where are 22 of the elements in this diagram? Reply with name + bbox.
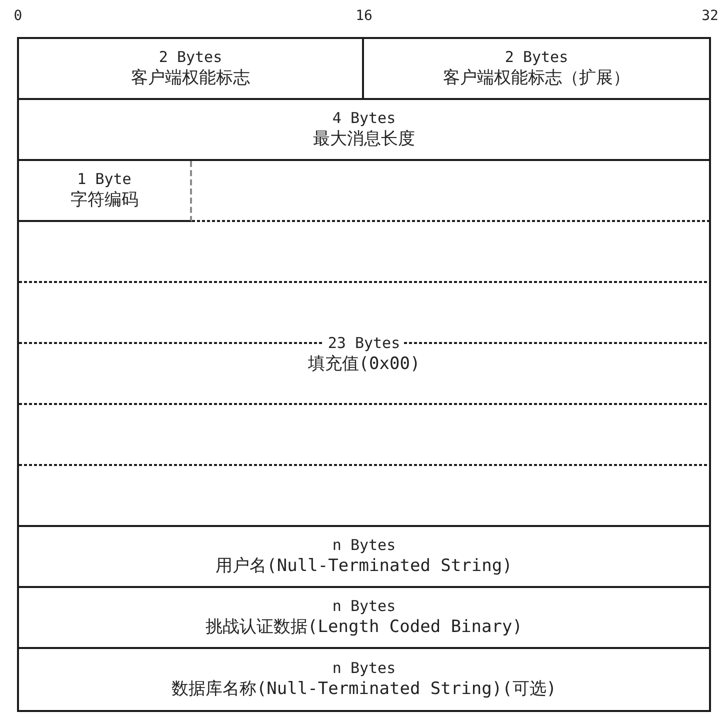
byte-size-text: 2 Bytes [504,48,570,67]
bit-offset-label: 32 [702,7,718,25]
packet-field [19,39,364,100]
field-name-text: 客户端权能标志 [131,67,250,89]
field-name-text: 最大消息长度 [313,128,415,150]
field-name-text: 挑战认证数据(Length Coded Binary) [206,616,522,638]
byte-size-text: 23 Bytes [324,334,404,352]
field-name-text: 客户端权能标志（扩展） [443,67,630,89]
field-name-text: 填充值(0x00) [308,352,420,374]
byte-size-text: 4 Bytes [331,109,397,128]
byte-size-text: n Bytes [331,659,397,678]
field-name-text: 用户名(Null-Terminated String) [216,555,512,577]
byte-size-text: 2 Bytes [158,48,224,67]
byte-size-text: 1 Byte [76,170,132,189]
byte-size-text: n Bytes [331,536,397,555]
bit-offset-label: 0 [14,7,22,25]
field-name-text: 数据库名称(Null-Terminated String)(可选) [171,678,557,700]
field-name-text: 字符编码 [70,189,138,211]
packet-field [19,161,192,222]
byte-size-text: n Bytes [331,597,397,616]
packet-field [19,222,709,527]
bit-offset-label: 16 [356,7,372,25]
